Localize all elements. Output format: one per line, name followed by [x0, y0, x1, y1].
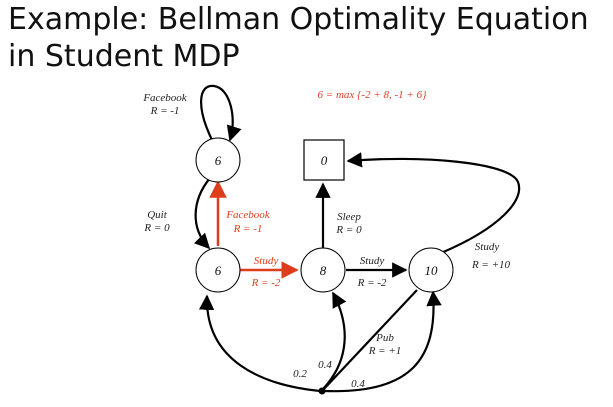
edge-facebook-loop: [200, 84, 242, 143]
edge-pub-to-class3: [324, 290, 442, 393]
state-facebook: 6: [195, 137, 241, 183]
state-facebook-value: 6: [215, 153, 222, 168]
pub-chance-node: [318, 387, 326, 395]
bellman-equation: 6 = max {-2 + 8, -1 + 6}: [318, 89, 428, 101]
label-pub-reward: R = +1: [368, 345, 402, 357]
edge-pub: [322, 289, 418, 391]
state-sleep: 0: [303, 139, 345, 181]
state-class1-value: 6: [215, 263, 222, 278]
label-quit-reward: R = 0: [143, 222, 170, 234]
edge-study-3: [346, 152, 521, 255]
edge-pub-to-class2: [322, 291, 347, 390]
label-prob-class1: 0.2: [293, 368, 307, 380]
label-prob-class2: 0.4: [318, 359, 332, 371]
slide-title-line-1: Example: Bellman Optimality Equation: [8, 2, 589, 37]
state-class2-value: 8: [320, 263, 327, 278]
label-facebook-up-action: Facebook: [225, 209, 270, 221]
label-sleep-reward: R = 0: [335, 224, 362, 236]
label-quit-action: Quit: [147, 209, 168, 221]
state-class2: 8: [300, 247, 346, 293]
label-study1-action: Study: [254, 255, 279, 267]
label-pub-action: Pub: [375, 332, 394, 344]
state-sleep-value: 0: [321, 153, 328, 168]
label-sleep-action: Sleep: [337, 211, 361, 223]
label-facebook-up-reward: R = -1: [233, 223, 263, 235]
label-study2-action: Study: [360, 255, 385, 267]
label-prob-class3: 0.4: [351, 378, 365, 390]
label-study1-reward: R = -2: [251, 277, 281, 289]
label-study3-action: Study: [475, 241, 500, 253]
state-class1: 6: [195, 247, 241, 293]
label-facebook-loop-reward: R = -1: [150, 105, 180, 117]
state-class3-value: 10: [425, 263, 439, 278]
edge-quit: [193, 177, 211, 250]
state-class3: 10: [408, 247, 454, 293]
label-study2-reward: R = -2: [357, 277, 387, 289]
label-facebook-loop-action: Facebook: [142, 92, 187, 104]
slide-title-line-2: in Student MDP: [8, 39, 240, 74]
label-study3-reward: R = +10: [471, 259, 511, 271]
edge-pub-to-class1: [198, 294, 321, 393]
